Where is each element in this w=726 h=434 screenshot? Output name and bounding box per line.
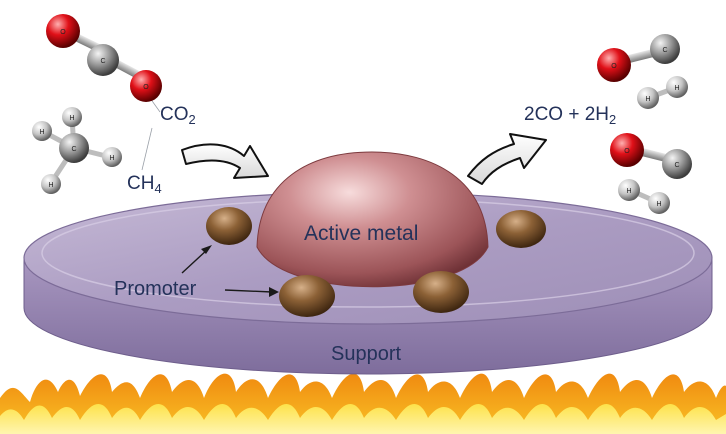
co-molecule <box>610 133 692 179</box>
h2-molecule <box>637 76 688 109</box>
hydrogen-atom <box>618 179 640 201</box>
oxygen-atom <box>130 70 162 102</box>
hydrogen-atom <box>102 147 122 167</box>
atom-letters: O C O C H H H H O C H H O C H H <box>39 29 679 208</box>
svg-text:O: O <box>624 148 630 155</box>
hydrogen-atom <box>62 107 82 127</box>
oxygen-atom <box>597 48 631 82</box>
svg-text:H: H <box>674 85 679 92</box>
co-molecule <box>597 34 680 82</box>
oxygen-atom <box>46 14 80 48</box>
hydrogen-atom <box>637 87 659 109</box>
svg-text:H: H <box>626 188 631 195</box>
svg-text:C: C <box>662 47 667 54</box>
products-label: 2CO + 2H2 <box>524 104 617 127</box>
reactant-arrow <box>181 143 269 179</box>
hydrogen-atom <box>666 76 688 98</box>
svg-text:O: O <box>143 84 149 91</box>
svg-text:C: C <box>71 146 76 153</box>
promoter-particle <box>279 275 335 317</box>
carbon-atom <box>662 149 692 179</box>
ch4-leader <box>141 127 153 171</box>
svg-text:C: C <box>100 58 105 65</box>
oxygen-atom <box>610 133 644 167</box>
flames <box>0 373 726 434</box>
support-label: Support <box>331 343 402 365</box>
co2-label: CO2 <box>160 104 196 127</box>
svg-text:O: O <box>60 29 66 36</box>
hydrogen-atom <box>32 121 52 141</box>
promoter-particle <box>496 210 546 248</box>
svg-text:H: H <box>109 155 114 162</box>
active-metal-label: Active metal <box>304 222 419 245</box>
svg-text:H: H <box>69 115 74 122</box>
svg-text:H: H <box>48 182 53 189</box>
co2-molecule <box>46 14 162 102</box>
svg-text:C: C <box>674 162 679 169</box>
svg-text:H: H <box>645 96 650 103</box>
svg-text:O: O <box>611 63 617 70</box>
svg-text:H: H <box>656 201 661 208</box>
active-metal-dome <box>256 151 489 288</box>
carbon-atom <box>650 34 680 64</box>
svg-text:H: H <box>39 129 44 136</box>
h2-molecule <box>618 179 670 214</box>
hydrogen-atom <box>648 192 670 214</box>
promoter-particle <box>413 271 469 313</box>
ch4-molecule <box>32 107 122 194</box>
ch4-label: CH4 <box>127 173 162 196</box>
promoter-particles <box>206 207 546 317</box>
promoter-label: Promoter <box>114 278 197 300</box>
promoter-particle <box>206 207 252 245</box>
carbon-atom <box>59 133 89 163</box>
hydrogen-atom <box>41 174 61 194</box>
carbon-atom <box>87 44 119 76</box>
promoter-pointers <box>181 245 279 297</box>
product-arrow <box>467 133 547 185</box>
